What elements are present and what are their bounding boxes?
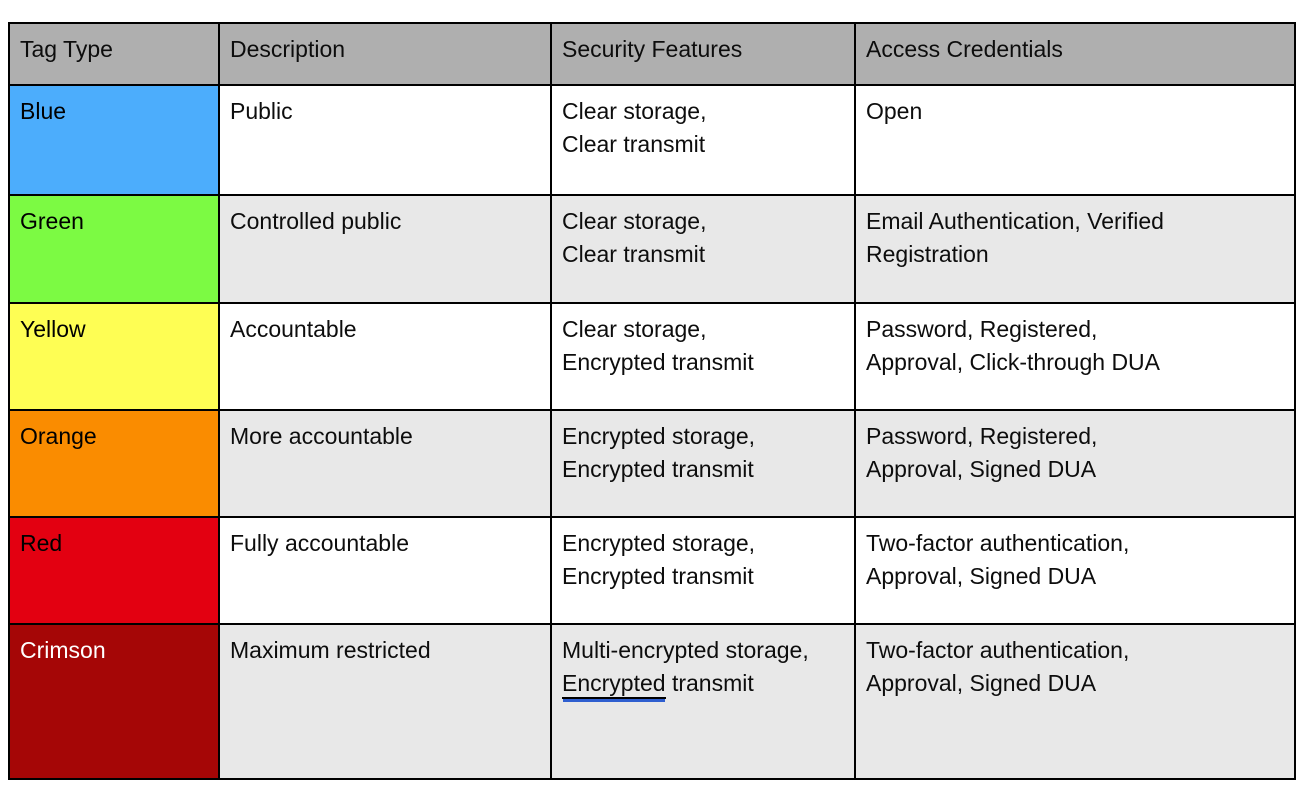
text-line: Approval, Signed DUA — [866, 669, 1097, 696]
description-cell: Accountable — [218, 302, 552, 411]
description-cell: Public — [218, 84, 552, 196]
description-cell: Controlled public — [218, 194, 552, 304]
text-line: Registration — [866, 240, 989, 267]
access-credentials-cell: Open — [854, 84, 1296, 196]
security-features-cell: Clear storage, Encrypted transmit — [550, 302, 856, 411]
column-header-tag-type: Tag Type — [8, 22, 220, 86]
text-line: Clear storage, — [562, 208, 707, 234]
text-line: Encrypted transmit — [562, 455, 754, 482]
text-line: Password, Registered, — [866, 316, 1098, 342]
text-line: Approval, Signed DUA — [866, 562, 1097, 589]
table-row: Crimson Maximum restricted Multi-encrypt… — [8, 623, 1296, 780]
description-cell: More accountable — [218, 409, 552, 518]
description-cell: Fully accountable — [218, 516, 552, 625]
text-line: Approval, Signed DUA — [866, 455, 1097, 482]
text-line: Encrypted transmit — [562, 562, 754, 589]
table-row: Red Fully accountable Encrypted storage,… — [8, 516, 1296, 625]
text-line: Clear storage, — [562, 98, 707, 124]
access-credentials-cell: Two-factor authentication, Approval, Sig… — [854, 516, 1296, 625]
text-line: Encrypted storage, — [562, 530, 756, 556]
text-line: Open — [866, 98, 923, 124]
access-credentials-cell: Password, Registered, Approval, Signed D… — [854, 409, 1296, 518]
column-header-access-credentials: Access Credentials — [854, 22, 1296, 86]
column-header-description: Description — [218, 22, 552, 86]
text-line: Clear storage, — [562, 316, 707, 342]
text-line: Two-factor authentication, — [866, 530, 1130, 556]
text-line: Password, Registered, — [866, 423, 1098, 449]
tag-type-cell-orange: Orange — [8, 409, 220, 518]
text-run-prefix: Multi-encrypted storage, — [562, 637, 809, 663]
text-line: Email Authentication, Verified — [866, 208, 1164, 234]
table-row: Green Controlled public Clear storage, C… — [8, 194, 1296, 304]
text-run-suffix: transmit — [665, 669, 754, 696]
security-features-cell: Encrypted storage, Encrypted transmit — [550, 409, 856, 518]
security-features-cell: Clear storage, Clear transmit — [550, 194, 856, 304]
table-row: Yellow Accountable Clear storage, Encryp… — [8, 302, 1296, 411]
text-line: Encrypted storage, — [562, 423, 756, 449]
tag-type-cell-yellow: Yellow — [8, 302, 220, 411]
security-tag-table: Tag Type Description Security Features A… — [8, 22, 1296, 780]
text-line: Clear transmit — [562, 240, 706, 267]
table-row: Orange More accountable Encrypted storag… — [8, 409, 1296, 518]
tag-type-cell-green: Green — [8, 194, 220, 304]
text-line: Clear transmit — [562, 130, 706, 157]
text-line: Approval, Click-through DUA — [866, 348, 1161, 375]
security-features-cell: Encrypted storage, Encrypted transmit — [550, 516, 856, 625]
table-row: Blue Public Clear storage, Clear transmi… — [8, 84, 1296, 196]
description-cell: Maximum restricted — [218, 623, 552, 780]
table-header-row: Tag Type Description Security Features A… — [8, 22, 1296, 86]
tag-type-cell-blue: Blue — [8, 84, 220, 196]
tag-type-cell-crimson: Crimson — [8, 623, 220, 780]
column-header-security-features: Security Features — [550, 22, 856, 86]
text-line: Two-factor authentication, — [866, 637, 1130, 663]
encrypted-link[interactable]: Encrypted — [562, 669, 666, 699]
access-credentials-cell: Email Authentication, Verified Registrat… — [854, 194, 1296, 304]
security-features-cell: Multi-encrypted storage, Encrypted trans… — [550, 623, 856, 780]
tag-type-cell-red: Red — [8, 516, 220, 625]
access-credentials-cell: Password, Registered, Approval, Click-th… — [854, 302, 1296, 411]
text-line: Encrypted transmit — [562, 348, 754, 375]
access-credentials-cell: Two-factor authentication, Approval, Sig… — [854, 623, 1296, 780]
security-features-cell: Clear storage, Clear transmit — [550, 84, 856, 196]
